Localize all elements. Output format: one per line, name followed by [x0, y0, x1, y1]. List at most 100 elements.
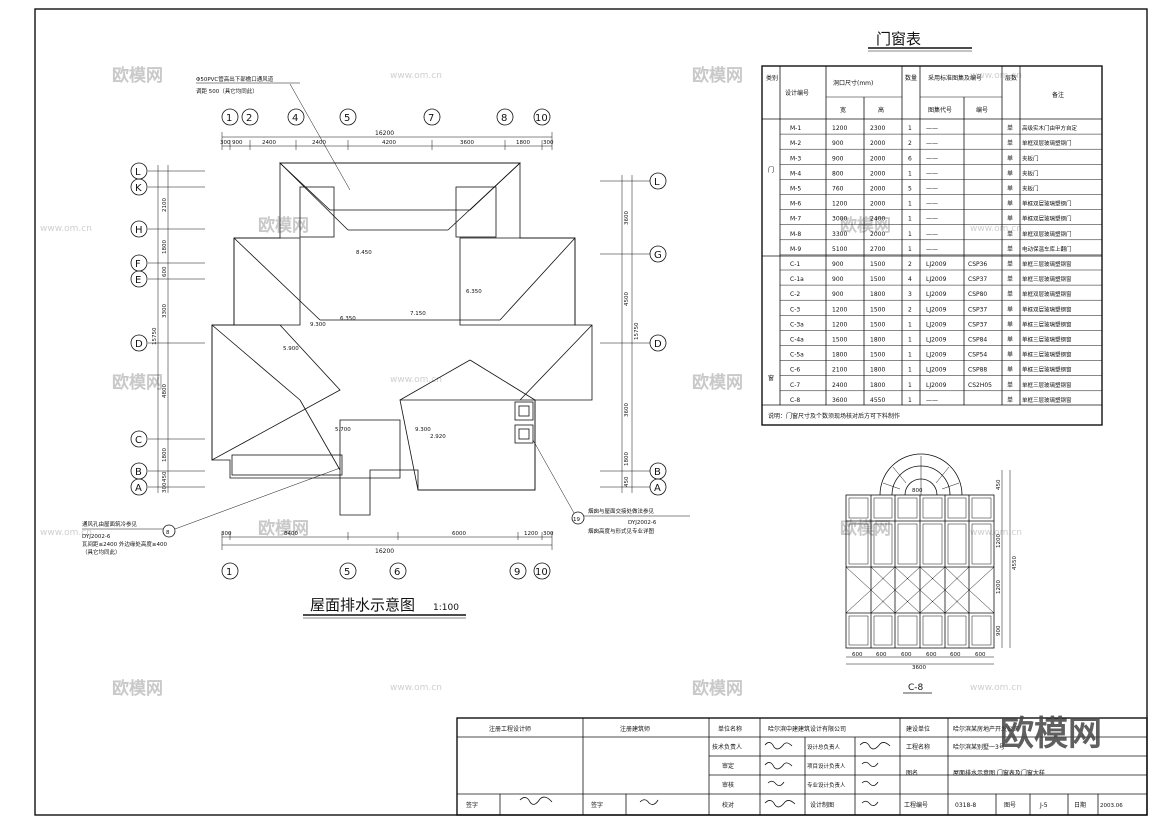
table-cell-layer: 单 — [1007, 154, 1013, 162]
hdr-atlas-code: 图集代号 — [928, 106, 952, 114]
table-cell-id: C-1 — [790, 261, 800, 268]
axis-label: K — [135, 183, 142, 194]
note-right-1: 烟囱与屋面交接处做法参见 — [588, 507, 655, 515]
tb-discipline-lead: 专业设计负责人 — [807, 781, 846, 789]
top-dim-label: 4200 — [382, 140, 396, 146]
table-cell-id: C-2 — [790, 291, 800, 298]
c8-right-total: 4550 — [1012, 556, 1018, 570]
hdr-category: 类别 — [766, 74, 778, 82]
table-cell-w: 1200 — [832, 321, 847, 328]
c8-rdim-label: 900 — [996, 625, 1002, 636]
table-cell-id: M-2 — [790, 140, 801, 147]
axis-label: A — [654, 483, 661, 494]
table-cell-h: 1800 — [870, 337, 885, 344]
table-cell-id: C-7 — [790, 382, 800, 389]
table-cell-h: 1800 — [870, 367, 885, 374]
table-cell-id: C-6 — [790, 367, 800, 374]
watermark-brand: 欧模网 — [840, 215, 891, 236]
table-cell-code: LJ2009 — [926, 276, 947, 283]
axis-label: E — [135, 275, 141, 286]
plan-title: 屋面排水示意图 — [310, 596, 415, 614]
table-cell-id: M-8 — [790, 231, 801, 238]
table-cell-no: CSP36 — [968, 261, 987, 268]
table-cell-id: C-3 — [790, 306, 800, 313]
c8-dim-label: 600 — [852, 652, 863, 658]
axis-label: L — [654, 177, 660, 188]
table-cell-layer: 单 — [1007, 320, 1013, 328]
axis-label: F — [135, 259, 141, 270]
table-cell-note: 单框三层玻璃塑钢窗 — [1022, 351, 1072, 359]
table-cell-note: 单框双层玻璃塑钢门 — [1022, 230, 1072, 238]
table-cell-note: 电动保温车库上翻门 — [1022, 245, 1072, 253]
table-cell-w: 900 — [832, 140, 844, 147]
table-cell-q: 1 — [908, 246, 912, 253]
elevation-label: 5.700 — [335, 427, 351, 433]
table-cell-layer: 单 — [1007, 124, 1013, 132]
table-cell-code: —— — [926, 246, 938, 253]
table-cell-code: LJ2009 — [926, 352, 947, 359]
table-cell-id: M-5 — [790, 186, 801, 193]
c8-rdim-label: 450 — [996, 479, 1002, 490]
axis-label: 4 — [292, 113, 298, 124]
axis-label: 9 — [514, 567, 520, 578]
top-dim-ticks — [221, 132, 553, 150]
table-cell-note: 单框三层玻璃塑钢窗 — [1022, 336, 1072, 344]
table-cell-note: 单框三层玻璃塑钢窗 — [1022, 275, 1072, 283]
table-cell-code: LJ2009 — [926, 337, 947, 344]
table-cell-h: 2300 — [870, 125, 885, 132]
top-dim-label: 900 — [232, 140, 243, 146]
signature-marks — [519, 742, 891, 808]
top-dim-label: 2400 — [262, 140, 276, 146]
right-dim-label: 3600 — [624, 403, 630, 417]
bottom-dim-ticks — [221, 532, 553, 550]
table-cell-layer: 单 — [1007, 169, 1013, 177]
table-cell-code: —— — [926, 186, 938, 193]
table-cell-layer: 单 — [1007, 396, 1013, 404]
table-cell-q: 2 — [908, 261, 912, 268]
elevation-label: 6.350 — [340, 316, 356, 322]
window-mullions — [846, 495, 994, 648]
right-dim-label: 3600 — [624, 211, 630, 225]
axis-label: L — [135, 167, 141, 178]
note-left-4: （具它均同此） — [82, 548, 121, 556]
top-dim-label: 3600 — [460, 140, 474, 146]
tb-date-label: 日期 — [1074, 801, 1086, 809]
table-cell-code: LJ2009 — [926, 382, 947, 389]
door-window-table: 门窗表 类别 设计编号 洞口尺寸(mm) 宽 高 数量 采用标准图集及编号 — [761, 30, 1103, 426]
tb-reg-engineer: 注册工程设计师 — [489, 725, 531, 733]
bottom-dim-label: 300 — [221, 531, 232, 537]
elevation-label: 9.300 — [310, 322, 326, 328]
tb-project-design-lead: 项目设计负责人 — [807, 762, 846, 770]
sash-indicators — [845, 566, 995, 614]
table-cell-note: 单框三层玻璃塑钢窗 — [1022, 396, 1072, 404]
bottom-dims: 300 8400 6000 1200 300 — [221, 531, 554, 537]
tb-drawing-name: 屋面排水示意图 门窗表及门窗大样 — [953, 769, 1045, 777]
left-dim-label: 4800 — [162, 384, 168, 398]
axis-label: 2 — [246, 113, 252, 124]
table-cell-w: 5100 — [832, 246, 847, 253]
table-cell-id: M-6 — [790, 201, 801, 208]
top-dim-label: 300 — [220, 140, 231, 146]
tb-audit: 审核 — [722, 781, 734, 789]
left-dim-label: 3300 — [162, 304, 168, 318]
hdr-layer: 层数 — [1005, 74, 1017, 82]
table-cell-note: 夹板门 — [1022, 154, 1039, 162]
watermark-url: www.om.cn — [40, 528, 92, 538]
note-right-3: 烟囱高度与形式见专业详图 — [588, 527, 655, 535]
note-left-2: DYJ2002-6 — [82, 534, 111, 540]
table-cell-code: LJ2009 — [926, 291, 947, 298]
table-cell-w: 760 — [832, 186, 844, 193]
tb-project-no: 0318-8 — [955, 802, 976, 809]
watermark-brand-large: 欧模网 — [1000, 714, 1102, 754]
table-title: 门窗表 — [876, 30, 921, 48]
table-cell-layer: 单 — [1007, 139, 1013, 147]
table-cell-h: 2000 — [870, 140, 885, 147]
table-cell-layer: 单 — [1007, 275, 1013, 283]
table-cell-h: 2400 — [870, 216, 885, 223]
callout-left — [162, 524, 176, 538]
table-cell-layer: 单 — [1007, 381, 1013, 389]
c8-label: C-8 — [908, 683, 924, 693]
callout-right-label: 19 — [573, 517, 580, 523]
table-cell-q: 1 — [908, 337, 912, 344]
table-cell-h: 2000 — [870, 155, 885, 162]
